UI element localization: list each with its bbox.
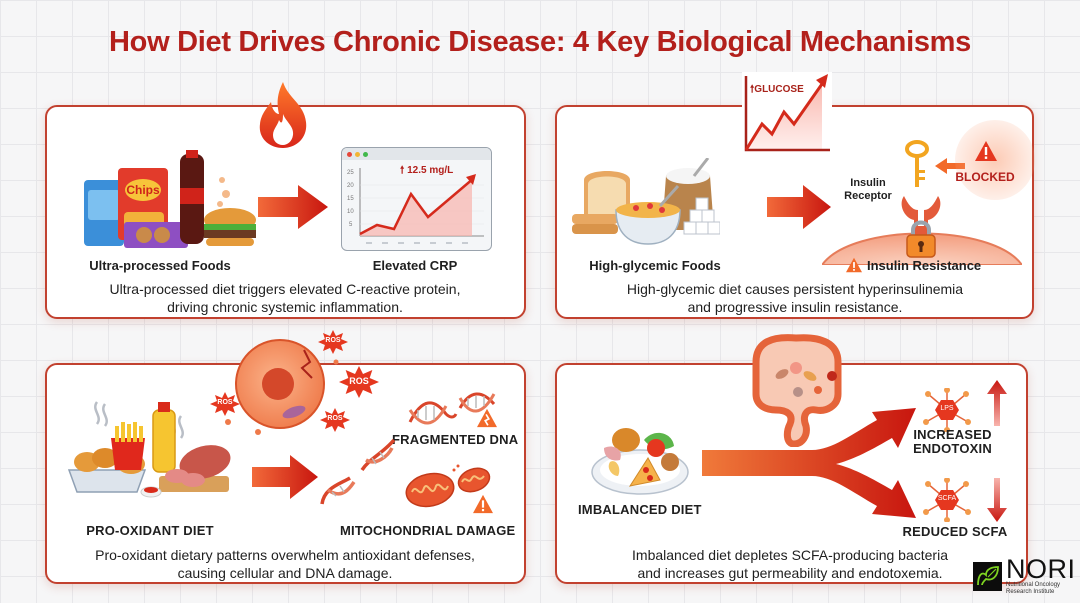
arrow-right-icon	[252, 455, 318, 499]
blocked-arrow-icon	[935, 158, 965, 174]
fragmented-dna-icon	[408, 388, 498, 428]
insulin-receptor-icon	[896, 190, 946, 260]
crp-value-badge: 🠕 12.5 mg/L	[400, 163, 453, 180]
ros-burst-icon: ROS	[210, 392, 240, 416]
warning-icon	[846, 257, 862, 273]
logo-name: NORI	[1006, 554, 1076, 584]
panel-description: Pro-oxidant dietary patterns overwhelm a…	[95, 547, 475, 581]
scfa-label: SCFA	[937, 495, 957, 502]
chicken-leg	[612, 428, 640, 452]
arrow-right-icon	[258, 185, 328, 229]
blocked-label: BLOCKED	[955, 170, 1015, 184]
panel-description: Imbalanced diet depletes SCFA-producing …	[632, 547, 948, 581]
oil-bottle-icon	[152, 409, 176, 473]
svg-text:25: 25	[347, 170, 354, 176]
ros-burst-icon: ROS	[318, 330, 348, 354]
crp-value: 12.5 mg/L	[407, 165, 454, 176]
up-arrow-icon: 🠕	[750, 84, 755, 95]
nori-logo: NORI Nutritional Oncology Research Insti…	[973, 556, 1076, 596]
output-label-fragmented-dna: FRAGMENTED DNA	[392, 432, 519, 447]
svg-text:20: 20	[347, 183, 354, 189]
high-glycemic-foods-illustration	[570, 158, 720, 250]
ultra-processed-foods-illustration: Chips	[80, 150, 260, 250]
key-icon	[905, 140, 929, 190]
crp-line-chart: 25 20 15 10 5	[347, 168, 484, 244]
broken-warning-icon	[476, 408, 498, 428]
glucose-chart-icon: 🠕GLUCOSE	[742, 72, 832, 154]
output-label-mitochondrial-damage: MITOCHONDRIAL DAMAGE	[340, 523, 516, 538]
scfa-molecule-icon: SCFA	[922, 478, 972, 522]
input-label-ultra-processed: Ultra-processed Foods	[89, 258, 231, 273]
window-max-dot	[363, 151, 368, 157]
panel-description: Ultra-processed diet triggers elevated C…	[109, 281, 461, 315]
panel-description: High-glycemic diet causes persistent hyp…	[626, 281, 964, 315]
warning-icon	[472, 494, 494, 514]
insulin-receptor-label: Insulin Receptor	[844, 177, 892, 202]
output-label-elevated-crp: Elevated CRP	[372, 258, 458, 273]
svg-text:Chips: Chips	[126, 183, 160, 197]
lps-molecule-icon: LPS	[922, 388, 972, 432]
up-arrow-icon: 🠕	[400, 165, 405, 176]
split-arrow-icon	[702, 408, 922, 518]
padlock-shackle	[911, 220, 931, 236]
flame-icon	[252, 80, 314, 150]
intestine-icon	[742, 332, 850, 447]
mitochondria-icon	[404, 462, 494, 512]
input-label-high-glycemic: High-glycemic Foods	[589, 258, 721, 273]
damaged-cell-icon	[200, 332, 370, 442]
crp-chart-window: 25 20 15 10 5 🠕 12.5 mg/L	[341, 147, 492, 251]
svg-text:10: 10	[347, 209, 354, 215]
increase-arrow-icon	[987, 380, 1007, 426]
ros-burst-icon: ROS	[320, 408, 350, 432]
arrow-right-icon	[767, 185, 831, 229]
window-min-dot	[355, 151, 360, 157]
input-label-pro-oxidant: PRO-OXIDANT DIET	[86, 523, 214, 538]
ros-burst-icon: ROS	[339, 365, 379, 399]
sausage-icon	[179, 445, 231, 479]
pro-oxidant-foods-illustration	[65, 400, 235, 500]
svg-text:5: 5	[349, 222, 353, 228]
output-label-increased-endotoxin: INCREASED ENDOTOXIN	[913, 427, 992, 456]
broken-dna-icon	[318, 438, 398, 508]
lps-label: LPS	[940, 405, 954, 412]
fries-icon	[111, 438, 145, 470]
leaf-logo-icon	[973, 561, 1002, 591]
window-close-dot	[347, 151, 352, 157]
output-insulin-resistance: Insulin Resistance	[845, 257, 981, 273]
logo-subtitle: Nutritional Oncology Research Institute	[1006, 582, 1061, 595]
cereal-bowl-icon	[615, 209, 681, 245]
output-label-insulin-resistance: Insulin Resistance	[867, 257, 982, 273]
output-label-reduced-scfa: REDUCED SCFA	[902, 524, 1008, 539]
imbalanced-diet-plate-icon	[590, 418, 690, 498]
sugar-cubes-icon	[683, 197, 720, 235]
page-title: How Diet Drives Chronic Disease: 4 Key B…	[109, 26, 971, 58]
warning-icon	[974, 140, 998, 162]
input-label-imbalanced-diet: IMBALANCED DIET	[578, 502, 702, 517]
glucose-label: 🠕GLUCOSE	[750, 84, 804, 95]
svg-text:15: 15	[347, 196, 354, 202]
decrease-arrow-icon	[987, 478, 1007, 522]
